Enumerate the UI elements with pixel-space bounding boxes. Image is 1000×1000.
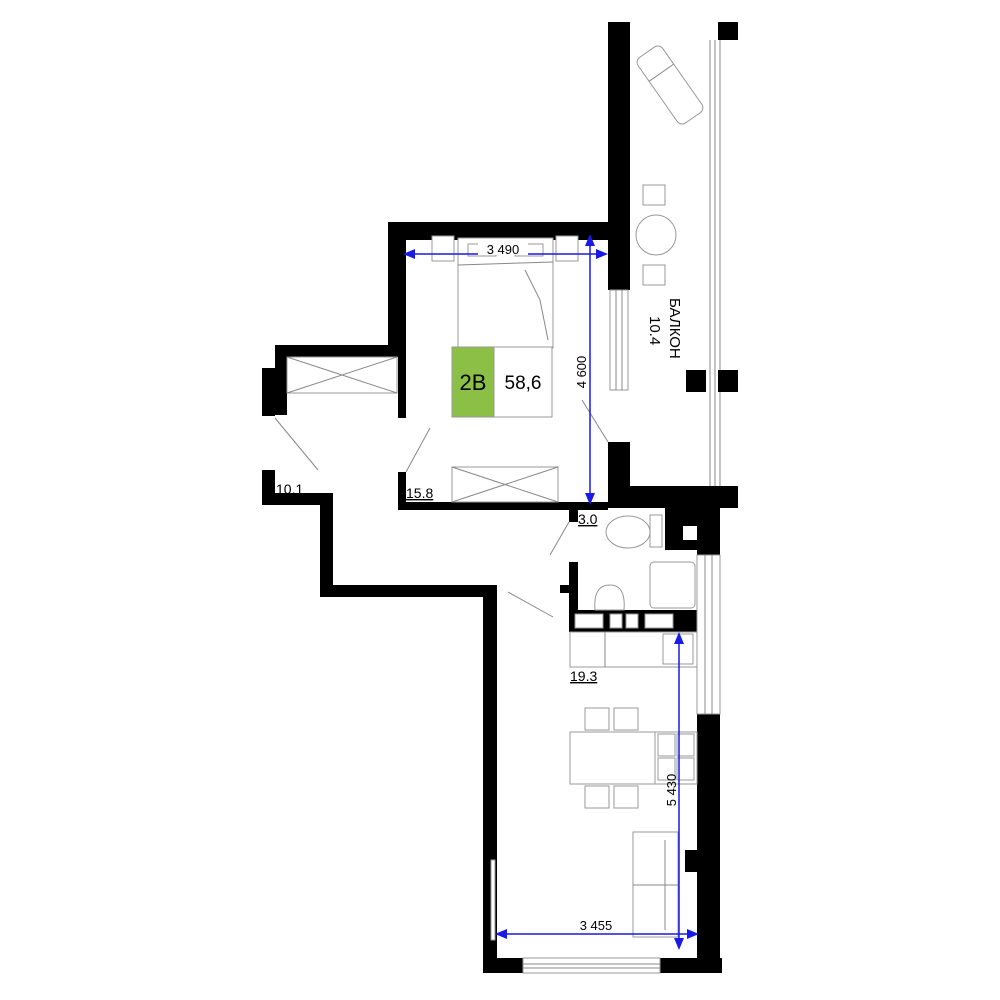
chair-icon — [584, 707, 610, 731]
bedroom-width-dim: 3 490 — [487, 242, 520, 257]
living-kitchen: 19.3 — [483, 554, 722, 974]
bathroom: 3.0 — [549, 506, 720, 632]
bedroom-area: 15.8 — [406, 485, 433, 501]
balcony-wall-left — [608, 22, 630, 290]
sofa-icon — [632, 831, 679, 938]
living-area: 19.3 — [570, 668, 597, 684]
window — [696, 554, 721, 715]
bedroom-depth-dim: 4 600 — [574, 356, 589, 389]
sink-icon — [594, 584, 625, 611]
bathroom-area: 3.0 — [578, 511, 598, 527]
stove-icon — [654, 731, 698, 785]
window — [522, 957, 661, 974]
dining-table-icon — [569, 731, 656, 785]
type-badge-bg — [451, 346, 495, 418]
balcony-label: БАЛКОН — [666, 298, 683, 359]
chair-icon — [642, 264, 666, 286]
door-swing — [405, 427, 431, 473]
chair-icon — [642, 184, 666, 206]
total-area: 58,6 — [505, 373, 542, 394]
lounge-chair-icon — [636, 45, 704, 125]
apartment-type: 2B — [460, 370, 487, 395]
chair-icon — [613, 785, 639, 809]
hall: 10.1 — [262, 345, 554, 618]
bedroom: 15.8 — [388, 222, 628, 510]
nightstand-icon — [431, 235, 455, 262]
balcony-area: 10.4 — [646, 316, 663, 345]
chair-icon — [584, 785, 610, 809]
chair-icon — [613, 707, 639, 731]
closet-icon — [286, 356, 398, 394]
round-table-icon — [635, 214, 677, 256]
shower-icon — [649, 561, 696, 609]
dimension-lines: 3 490 4 600 5 430 3 455 — [403, 234, 699, 950]
apartment-badge: 2B 58,6 — [451, 346, 553, 418]
toilet-icon — [605, 515, 651, 549]
balcony: БАЛКОН 10.4 — [608, 22, 738, 508]
nightstand-icon — [555, 235, 579, 262]
hall-area: 10.1 — [276, 481, 303, 497]
living-depth-dim: 5 430 — [664, 774, 679, 807]
wardrobe-icon — [451, 466, 559, 503]
balcony-window — [609, 289, 629, 391]
living-width-dim: 3 455 — [580, 918, 613, 933]
